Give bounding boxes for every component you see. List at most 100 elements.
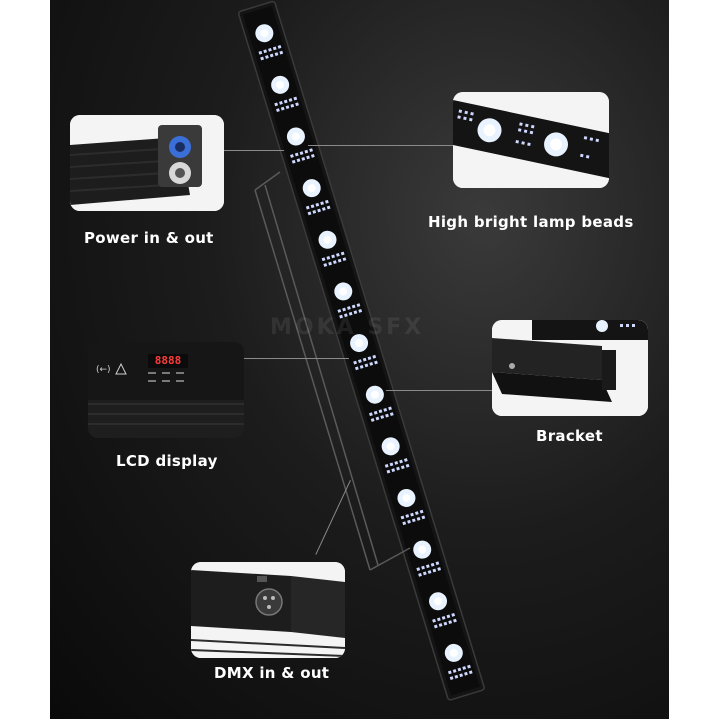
lamp-bead-core	[323, 235, 332, 244]
rgb-chip	[301, 156, 306, 161]
led-lamp-beads	[255, 24, 473, 681]
rgb-chip	[310, 154, 315, 158]
rgb-chip	[268, 47, 272, 52]
rgb-chip	[340, 251, 345, 256]
rgb-chip	[421, 515, 426, 520]
rgb-chip	[312, 210, 317, 214]
rgb-chip	[454, 674, 459, 679]
rgb-chip	[265, 55, 269, 59]
rgb-chip	[446, 614, 451, 619]
rgb-chip	[326, 255, 331, 260]
rgb-chip	[399, 459, 403, 464]
dmx-connector-illustration	[191, 562, 345, 658]
rgb-chip	[354, 366, 359, 371]
product-stage: Power in & out	[50, 0, 669, 719]
rgb-chip	[416, 516, 421, 521]
rgb-chip	[375, 416, 380, 421]
rgb-chip	[342, 257, 347, 262]
rgb-chip	[326, 205, 331, 210]
rgb-chip	[425, 564, 430, 569]
rgb-chip	[416, 567, 421, 572]
rgb-chip	[339, 314, 343, 319]
rgb-chip	[279, 50, 284, 55]
rgb-chip	[378, 409, 383, 414]
rgb-chip	[274, 102, 279, 107]
rgb-chip	[430, 562, 435, 567]
lamp-bead-core	[339, 287, 348, 296]
rgb-chip	[394, 461, 399, 465]
rgb-chip	[448, 620, 453, 625]
rgb-chip	[370, 418, 375, 422]
rgb-chip	[274, 52, 279, 56]
rgb-chip	[348, 311, 353, 316]
rgb-chip	[441, 615, 446, 620]
rgb-chip	[310, 204, 315, 209]
lamp-beads-leader-line	[308, 145, 453, 146]
rgb-chip	[449, 676, 454, 681]
rgb-chip	[317, 208, 321, 213]
rgb-chip	[277, 45, 282, 49]
rgb-chip	[321, 257, 326, 262]
lamp-bead-core	[449, 648, 458, 657]
lcd-panel-illustration: (←)	[88, 342, 244, 438]
bracket-frame	[254, 171, 411, 571]
rgb-chip	[353, 310, 358, 315]
rgb-chip	[384, 463, 389, 468]
rgb-chip	[269, 53, 274, 58]
power-leader-line	[224, 150, 284, 151]
rgb-chip	[323, 263, 328, 267]
rgb-chip	[336, 253, 340, 257]
rgb-chip	[263, 49, 268, 54]
rgb-chip	[432, 618, 436, 623]
lamp-beads-callout-image	[453, 92, 609, 188]
rgb-chip	[374, 360, 378, 365]
rgb-chip	[362, 357, 367, 362]
rgb-chip	[432, 568, 437, 573]
rgb-chip	[343, 313, 348, 318]
lcd-callout-image: (←) 8888	[88, 342, 244, 438]
lcd-readout: 8888	[154, 354, 182, 367]
rgb-chip	[385, 413, 389, 418]
lamp-bead-core	[276, 80, 285, 89]
rgb-chip	[321, 207, 326, 211]
rgb-chip	[388, 406, 392, 411]
bracket-callout-image	[492, 320, 648, 416]
rgb-chip	[380, 415, 385, 419]
rgb-chip	[358, 308, 363, 313]
power-connector-illustration	[70, 115, 224, 211]
rgb-chip	[337, 258, 342, 263]
svg-text:(←): (←)	[96, 365, 111, 375]
rgb-chip	[400, 515, 405, 520]
power-label: Power in & out	[84, 229, 214, 247]
rgb-chip	[453, 618, 457, 623]
rgb-chip	[285, 105, 290, 110]
rgb-chip	[283, 99, 288, 104]
rgb-chip	[290, 154, 294, 158]
rgb-chip	[459, 673, 464, 678]
lamp-bead-core	[386, 442, 395, 451]
watermark: MOKA SFX	[270, 315, 425, 340]
rgb-chip	[433, 624, 438, 629]
rgb-chip	[396, 466, 400, 471]
rgb-chip	[389, 412, 394, 416]
lamp-bead-core	[370, 390, 379, 399]
rgb-chip	[369, 412, 373, 417]
rgb-chip	[414, 511, 419, 515]
rgb-chip	[403, 458, 408, 462]
rgb-chip	[452, 669, 457, 673]
rgb-chip	[307, 211, 312, 216]
rgb-chip	[468, 670, 473, 675]
rgb-chip	[364, 363, 369, 368]
rgb-chip	[328, 261, 332, 266]
rgb-chip	[293, 96, 298, 101]
lamp-bead-core	[402, 493, 411, 502]
rgb-chip	[462, 666, 467, 670]
rgb-chip	[369, 362, 374, 366]
rgb-chip	[410, 512, 414, 517]
dmx-label: DMX in & out	[214, 664, 330, 682]
rgb-chip	[467, 664, 471, 669]
rgb-chip	[386, 469, 391, 474]
rgb-chip	[383, 407, 388, 412]
rgb-chip	[295, 102, 299, 107]
rgb-chip	[279, 101, 283, 105]
